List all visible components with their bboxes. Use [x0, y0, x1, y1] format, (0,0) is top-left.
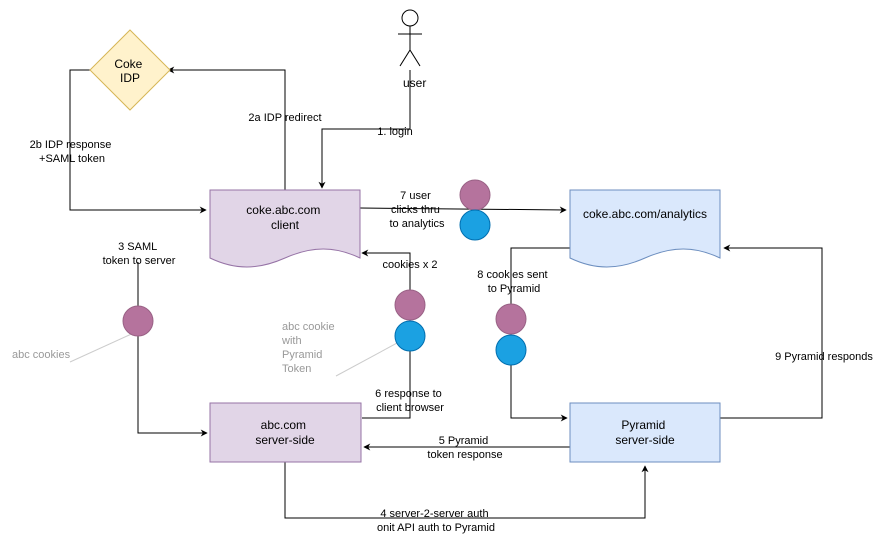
cookie-circle-resp-purple	[394, 289, 426, 321]
label-login: 1. login	[377, 126, 412, 138]
label-response-browser: 6 response to client browser	[375, 388, 445, 414]
user-label: user	[403, 76, 426, 90]
pyramid-server-label: Pyramid server-side	[615, 418, 675, 447]
user-head	[401, 9, 419, 27]
edge-idp-redirect	[167, 66, 286, 190]
edge-saml-to-server	[137, 262, 208, 437]
cookie-circle-resp-blue	[394, 320, 426, 352]
abc-server-label: abc.com server-side	[255, 418, 315, 447]
user-actor	[398, 9, 422, 67]
edge-click-thru	[359, 206, 567, 214]
client-label: coke.abc.com client	[246, 203, 323, 232]
abc-server-node	[209, 402, 362, 463]
label-saml-token: 3 SAML token to server	[103, 241, 176, 267]
cookie-circle-click-purple	[459, 179, 491, 211]
client-node	[209, 189, 361, 268]
label-idp-redirect: 2a IDP redirect	[248, 112, 321, 124]
label-pyramid-responds: 9 Pyramid responds	[775, 351, 873, 363]
cookie-circle-sent-blue	[495, 334, 527, 366]
edge-pyramid-responds	[720, 244, 823, 419]
label-pyramid-token: 5 Pyramid token response	[427, 435, 502, 461]
cookie-circle-sent-purple	[495, 303, 527, 335]
idp-node	[89, 29, 171, 111]
idp-label: Coke IDP	[114, 57, 145, 85]
edge-login	[318, 70, 411, 189]
pyramid-server-node	[569, 402, 721, 463]
cookie-circle-abc	[122, 305, 154, 337]
label-idp-response: 2b IDP response +SAML token	[30, 139, 115, 165]
label-cookies-sent: 8 cookies sent to Pyramid	[477, 269, 550, 295]
edge-server-to-server	[284, 462, 649, 519]
callout-abc-cookies	[69, 330, 139, 363]
label-cookies-x2: cookies x 2	[382, 259, 437, 271]
edge-idp-response	[69, 69, 207, 214]
annotation-abc-cookies: abc cookies	[12, 349, 71, 361]
analytics-label: coke.abc.com/analytics	[583, 207, 707, 221]
label-server-to-server: 4 server-2-server auth onit API auth to …	[377, 508, 495, 534]
cookie-circle-click-blue	[459, 209, 491, 241]
analytics-node	[569, 189, 721, 268]
label-click-thru: 7 user clicks thru to analytics	[389, 190, 445, 230]
annotation-abc-cookie-pyramid: abc cookie with Pyramid Token	[281, 321, 338, 375]
